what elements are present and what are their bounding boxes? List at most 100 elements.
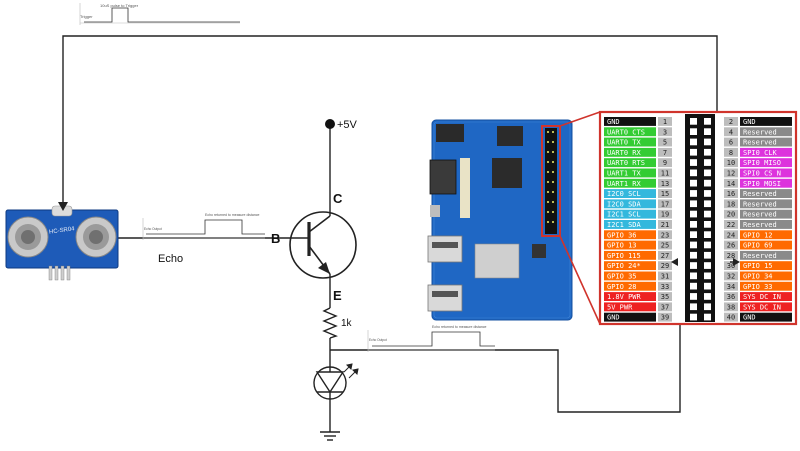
- callout-lines: [559, 111, 601, 325]
- pin-number: 36: [727, 293, 735, 301]
- pin-number-box: [658, 137, 672, 147]
- header-pin-icon: [704, 221, 711, 228]
- pin-label: UART1 RX: [607, 180, 642, 188]
- pin-number-box: [658, 250, 672, 260]
- pin-number: 19: [661, 211, 669, 219]
- dragonboard: [427, 119, 573, 321]
- pin-number: 24: [727, 231, 735, 239]
- header-pin-icon: [690, 251, 697, 259]
- pin-number: 7: [663, 149, 667, 157]
- pin-label-box: [740, 117, 792, 126]
- pin-number-box: [658, 312, 672, 322]
- pin-number: 37: [661, 303, 669, 311]
- pin-label-box: [740, 250, 792, 260]
- pin-number-box: [724, 178, 738, 188]
- pin-label-box: [740, 302, 792, 312]
- pin-label-box: [740, 137, 792, 147]
- pin-number-box: [724, 312, 738, 322]
- pin-label-box: [604, 230, 656, 240]
- pin-number: 8: [729, 149, 733, 157]
- pin-label: Reserved: [743, 139, 777, 147]
- pin-number: 6: [729, 139, 733, 147]
- pin-number-box: [724, 281, 738, 291]
- pin-label-box: [740, 168, 792, 178]
- pin-label-box: [740, 220, 792, 229]
- pin-label-box: [740, 261, 792, 271]
- pin-number: 21: [661, 221, 669, 229]
- ultrasonic-sensor: HC-SR04: [5, 205, 119, 281]
- pin-label-box: [740, 240, 792, 250]
- pin-number: 26: [727, 242, 735, 250]
- header-pin-icon: [704, 313, 711, 321]
- pin-label: 5V PWR: [607, 303, 633, 311]
- header-pin-icon: [704, 169, 711, 177]
- pin-label: SPI0 MISO: [743, 159, 781, 167]
- pin-number: 29: [661, 262, 669, 270]
- pin-label: Reserved: [743, 190, 777, 198]
- usb-port-icon: [427, 284, 463, 312]
- hdmi-port-icon: [429, 159, 457, 195]
- pin-number: 40: [727, 314, 735, 322]
- pin-number: 39: [661, 314, 669, 322]
- pin-number-box: [658, 292, 672, 301]
- supply-node-icon: [325, 119, 335, 129]
- pin-number-box: [724, 220, 738, 229]
- header-pin-icon: [690, 241, 697, 249]
- pin-number-box: [658, 209, 672, 219]
- board-header-icon: [545, 128, 557, 234]
- pin-number: 28: [727, 252, 735, 260]
- pin-label-box: [740, 189, 792, 198]
- pin-label: GPIO 36: [607, 231, 637, 239]
- led-scope-label: Echo Output: [369, 338, 387, 342]
- pin-label: UART1 TX: [607, 170, 642, 178]
- pin-number-box: [724, 189, 738, 198]
- pin-number: 20: [727, 211, 735, 219]
- pin-label-box: [604, 209, 656, 219]
- header-pin-icon: [690, 169, 697, 177]
- pin-number: 31: [661, 273, 669, 281]
- pin-label-box: [604, 281, 656, 291]
- pin-number-box: [658, 178, 672, 188]
- pin-number: 1: [663, 118, 667, 126]
- pin-number: 4: [729, 128, 733, 136]
- pin-label-box: [604, 220, 656, 229]
- header-pin-icon: [690, 221, 697, 228]
- pin-label: Reserved: [743, 128, 777, 136]
- pin-label-box: [740, 271, 792, 281]
- pin-number-box: [658, 168, 672, 178]
- pin-label: I2C1 SCL: [607, 211, 641, 219]
- pin-label-box: [604, 158, 656, 168]
- pin-number: 14: [727, 180, 735, 188]
- pin-label: UART0 TX: [607, 139, 642, 147]
- echo-scope: Echo returned to measure distance Echo O…: [142, 213, 265, 240]
- header-pin-icon: [704, 272, 711, 280]
- header-pin-icon: [690, 293, 697, 300]
- pin-number-box: [658, 281, 672, 291]
- emitter-arrow-icon: [318, 262, 330, 274]
- trigger-scope-title: 10uS pulse to Trigger: [100, 3, 139, 8]
- base-label: B: [271, 231, 280, 246]
- pin-label-box: [604, 178, 656, 188]
- pin-number-box: [724, 261, 738, 271]
- transducer-right-icon: [75, 216, 117, 258]
- usb-port-icon: [427, 235, 463, 263]
- pin-label-box: [604, 250, 656, 260]
- led-scope-title: Echo returned to measure distance: [432, 325, 487, 329]
- pin-number-box: [724, 250, 738, 260]
- pin-label: GPIO 12: [743, 231, 773, 239]
- pin-label-box: [604, 117, 656, 126]
- pin-label-box: [604, 127, 656, 137]
- resistor-icon: [322, 307, 338, 339]
- pin-number: 13: [661, 180, 669, 188]
